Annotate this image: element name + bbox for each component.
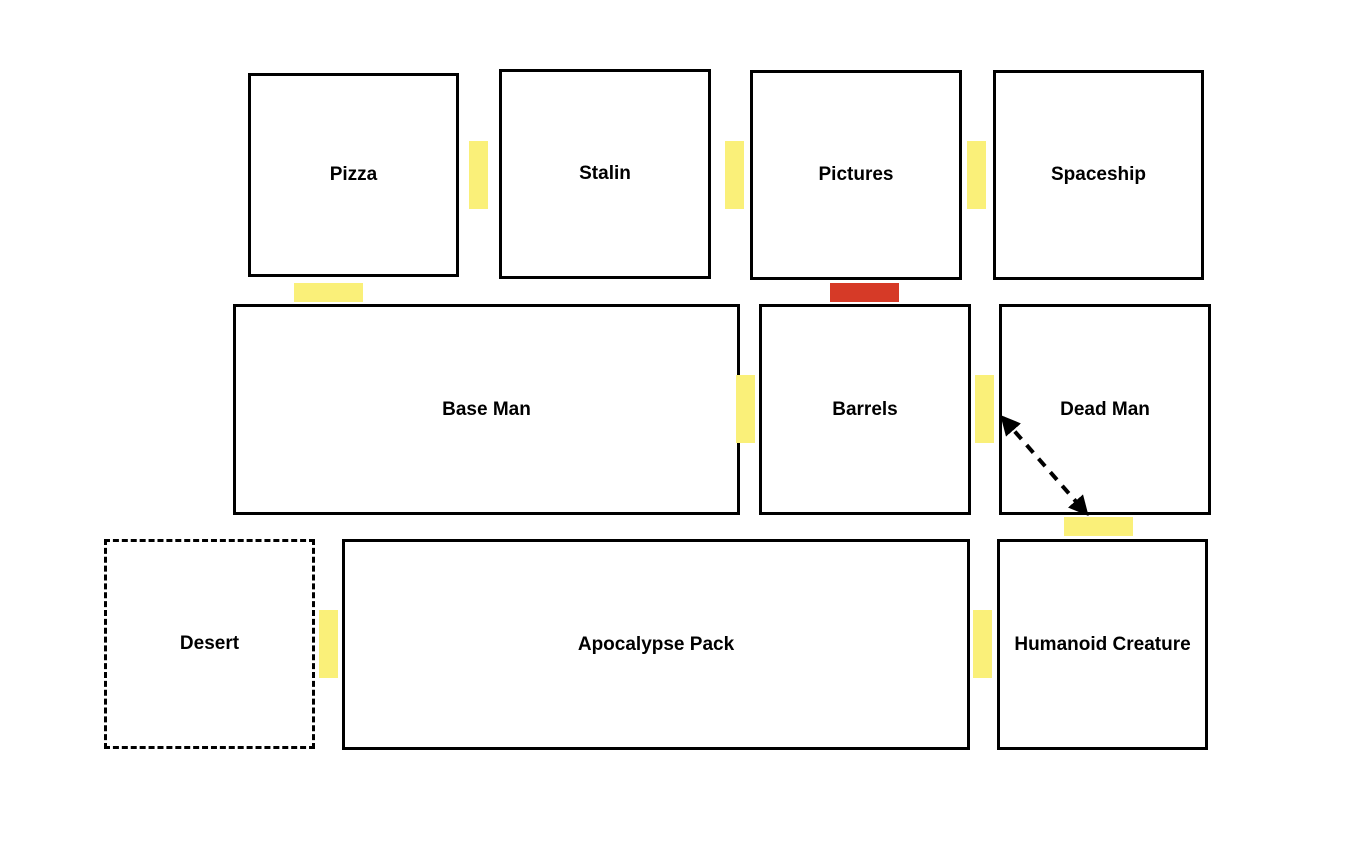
door-pizza-stalin xyxy=(469,141,488,209)
door-pictures-spaceship xyxy=(967,141,986,209)
room-label: Spaceship xyxy=(1050,164,1147,185)
door-stalin-pictures xyxy=(725,141,744,209)
room-spaceship: Spaceship xyxy=(993,70,1204,280)
room-label: Dead Man xyxy=(1060,398,1150,420)
room-stalin: Stalin xyxy=(499,69,711,279)
room-pizza: Pizza xyxy=(248,73,459,277)
room-label: Base Man xyxy=(442,398,531,420)
door-base-man-barrels xyxy=(736,375,755,443)
room-pictures: Pictures xyxy=(750,70,962,280)
door-desert-apocalypse xyxy=(319,610,338,678)
room-label: Apocalypse Pack xyxy=(577,633,735,655)
room-label: Barrels xyxy=(832,398,898,420)
room-label: Pizza xyxy=(329,164,378,185)
room-base-man: Base Man xyxy=(233,304,740,515)
room-barrels: Barrels xyxy=(759,304,971,515)
room-label: Stalin xyxy=(579,163,631,184)
room-label: Desert xyxy=(179,633,240,654)
room-apocalypse-pack: Apocalypse Pack xyxy=(342,539,970,750)
dashed-arrow-line xyxy=(1000,414,1089,517)
room-label: Humanoid Creature xyxy=(1014,633,1191,655)
door-apocalypse-humanoid xyxy=(973,610,992,678)
room-humanoid-creature: Humanoid Creature xyxy=(997,539,1208,750)
door-pictures-barrels-locked xyxy=(830,283,899,302)
room-label: Pictures xyxy=(818,164,894,185)
door-pizza-base-man xyxy=(294,283,363,302)
door-dead-man-humanoid xyxy=(1064,517,1133,536)
door-barrels-dead-man xyxy=(975,375,994,443)
room-desert: Desert xyxy=(104,539,315,749)
